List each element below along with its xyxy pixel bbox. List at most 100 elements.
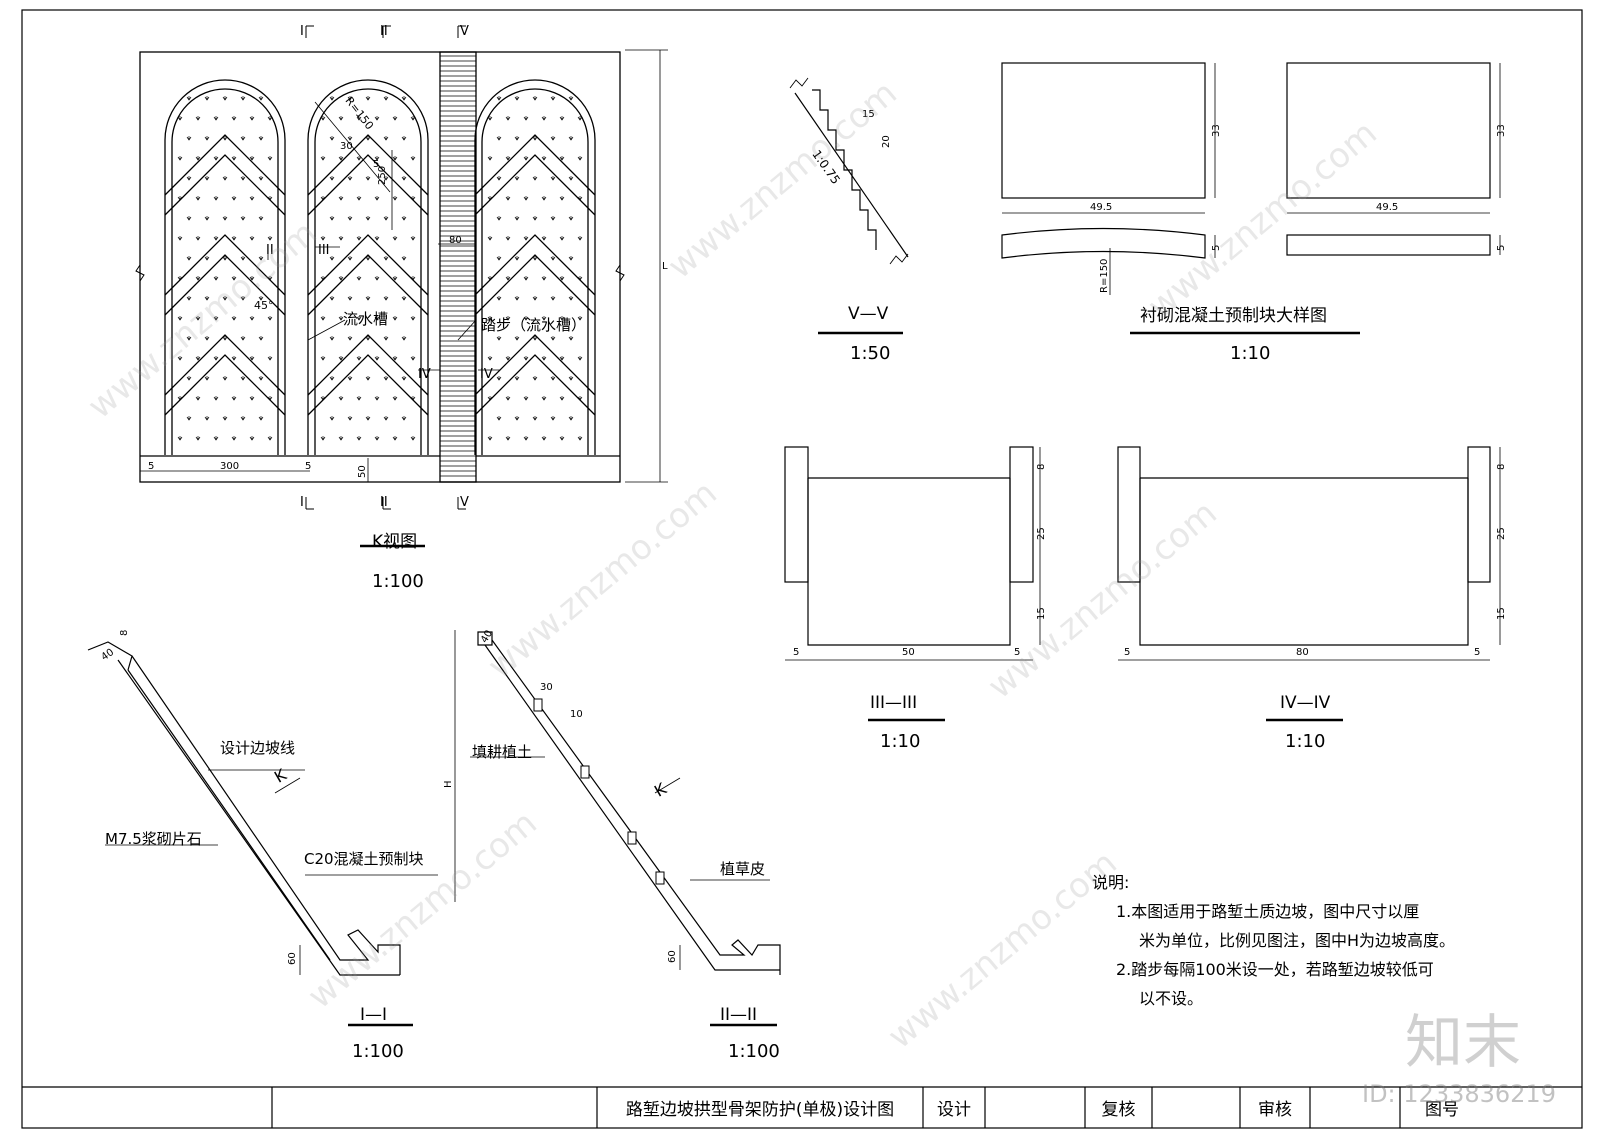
block-a: [1001, 62, 1206, 199]
v-dim-15: 15: [862, 109, 875, 120]
notes: 说明: 1.本图适用于路堑土质边坡，图中尺寸以厘 米为单位，比例见图注，图中H为…: [1092, 868, 1455, 1013]
k-view-frame: [139, 51, 621, 483]
dim-30: 30: [340, 141, 353, 152]
dim-80: 80: [449, 235, 462, 246]
v-section: [789, 77, 909, 335]
block-radius: R=150: [1099, 258, 1110, 293]
review-label: 复核: [1101, 1099, 1136, 1120]
dim-50: 50: [357, 465, 368, 478]
step-column: [439, 51, 477, 483]
i-section: [87, 630, 456, 1027]
ii-section: [470, 631, 781, 1027]
sec-ii-mid: II: [266, 243, 274, 258]
block-dim-33a: 33: [1211, 124, 1222, 137]
block-dim-495b: 49.5: [1376, 202, 1399, 213]
ii-d10: 10: [570, 709, 583, 720]
arch-2: [307, 79, 429, 455]
block-detail: [1001, 62, 1501, 335]
i-scale: 1:100: [352, 1041, 404, 1062]
k-view-scale: 1:100: [372, 571, 424, 592]
note-2: 2.踏步每隔100米设一处，若路堑边坡较低可: [1116, 960, 1434, 979]
block-scale: 1:10: [1230, 343, 1271, 364]
soil-label: 填耕植土: [472, 743, 533, 761]
precast-label: C20混凝土预制块: [304, 850, 424, 868]
iv-d8: 8: [1496, 463, 1507, 470]
sec-i-top: I: [300, 24, 304, 39]
dim-300: 300: [220, 461, 240, 472]
height-h: H: [443, 780, 454, 788]
block-title: 衬砌混凝土预制块大样图: [1140, 306, 1327, 326]
sec-iv-a: IV: [418, 367, 431, 382]
channel-label: 流水槽: [343, 310, 389, 328]
k-view-title: K视图: [372, 532, 418, 552]
iii-d5b: 5: [1014, 647, 1021, 658]
sec-iii-a: III: [318, 243, 330, 258]
sheet-border: [21, 9, 1583, 1129]
design-slope-line: 设计边坡线: [220, 739, 296, 757]
block-a-curved: [1001, 227, 1206, 259]
iii-title: III—III: [870, 693, 918, 713]
steps-label: 踏步（流水槽）: [481, 316, 587, 334]
approve-label: 审核: [1258, 1099, 1292, 1120]
sec-v-top: V: [460, 24, 469, 39]
iv-scale: 1:10: [1285, 731, 1326, 752]
iii-d15: 15: [1036, 607, 1047, 620]
iv-d25: 25: [1496, 527, 1507, 540]
v-scale: 1:50: [850, 343, 891, 364]
note-1-cont: 米为单位，比例见图注，图中H为边坡高度。: [1139, 931, 1456, 950]
i-d8: 8: [119, 629, 130, 636]
ii-title: II—II: [720, 1005, 758, 1025]
iii-d5a: 5: [793, 647, 800, 658]
block-dim-5b: 5: [1496, 244, 1507, 251]
ii-scale: 1:100: [728, 1041, 780, 1062]
v-dim-20: 20: [881, 135, 892, 148]
ii-d30: 30: [540, 682, 553, 693]
i-title: I—I: [360, 1005, 388, 1025]
masonry-label: M7.5浆砌片石: [105, 830, 202, 848]
iv-d5a: 5: [1124, 647, 1131, 658]
design-label: 设计: [937, 1099, 971, 1120]
iii-d25: 25: [1036, 527, 1047, 540]
title-block: 路堑边坡拱型骨架防护(单极)设计图 设计 复核 审核 图号: [22, 1087, 1582, 1129]
dim-5: 5: [373, 159, 380, 170]
iv-d80: 80: [1296, 647, 1309, 658]
turf-label: 植草皮: [720, 860, 766, 878]
sec-ii-bot: II: [380, 495, 388, 510]
angle-label: 45°: [254, 299, 274, 312]
dim-250: 250: [377, 165, 388, 185]
iv-d5b: 5: [1474, 647, 1481, 658]
sec-iv-b: IV: [480, 367, 493, 382]
iv-title: IV—IV: [1280, 693, 1331, 713]
iii-d8: 8: [1036, 463, 1047, 470]
block-b-flat: [1286, 234, 1491, 256]
drawing-title: 路堑边坡拱型骨架防护(单极)设计图: [625, 1099, 895, 1120]
drawing-number-label: 图号: [1425, 1099, 1459, 1120]
block-dim-5a: 5: [1211, 244, 1222, 251]
v-title: V—V: [848, 304, 889, 324]
note-2-cont: 以不设。: [1139, 989, 1204, 1008]
dim-5a: 5: [148, 461, 155, 472]
block-dim-495a: 49.5: [1090, 202, 1113, 213]
arch-1: [164, 79, 286, 455]
block-dim-33b: 33: [1496, 124, 1507, 137]
arch-3: [474, 79, 596, 455]
title-block-lines: [22, 1086, 1582, 1128]
sec-ii-top: II: [380, 24, 388, 39]
block-b: [1286, 62, 1491, 199]
iii-scale: 1:10: [880, 731, 921, 752]
sec-v-bot: V: [460, 495, 469, 510]
iv-d15: 15: [1496, 607, 1507, 620]
i-d60: 60: [287, 952, 298, 965]
iii-d50: 50: [902, 647, 915, 658]
dim-5b: 5: [305, 461, 312, 472]
iv-section: [1117, 446, 1501, 722]
notes-heading: 说明:: [1092, 873, 1130, 892]
k-view: [135, 25, 668, 548]
iii-section: [784, 446, 1041, 722]
sec-i-bot: I: [300, 495, 304, 510]
note-1: 1.本图适用于路堑土质边坡，图中尺寸以厘: [1116, 902, 1420, 921]
ii-d60: 60: [667, 950, 678, 963]
dim-l: L: [662, 261, 668, 272]
